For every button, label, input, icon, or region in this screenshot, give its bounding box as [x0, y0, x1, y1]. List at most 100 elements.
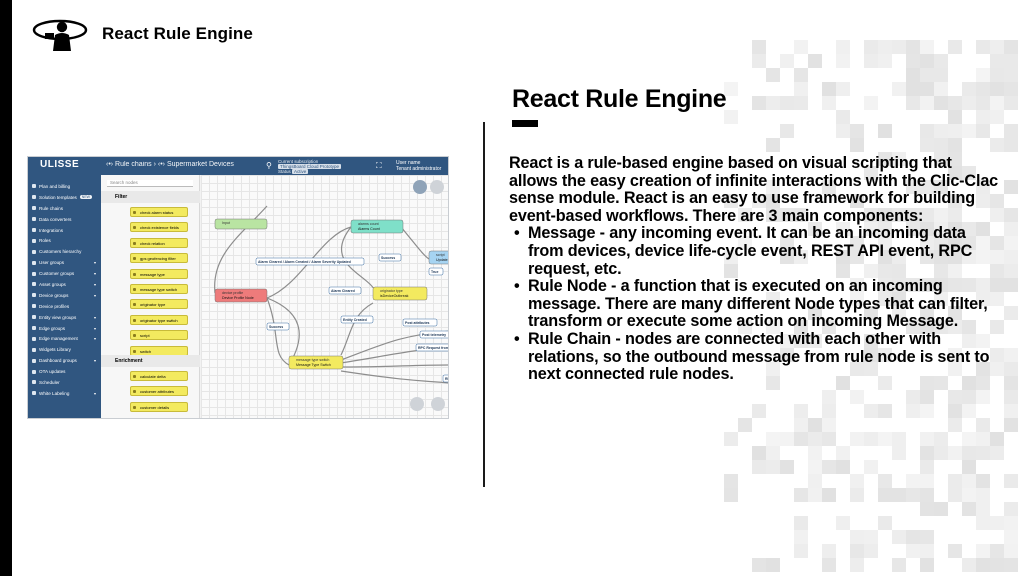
filter-section-header[interactable]: Filter: [101, 191, 200, 203]
pixel-block: [878, 40, 892, 54]
sidebar-item[interactable]: Widgets Library: [28, 344, 101, 355]
pixel-block: [1004, 376, 1018, 390]
menu-icon: [32, 358, 36, 363]
pixel-block: [864, 54, 878, 68]
pixel-block: [822, 432, 836, 446]
menu-icon: [32, 260, 36, 265]
pixel-block: [878, 404, 892, 418]
library-node[interactable]: customer attributes: [130, 386, 188, 397]
pixel-block: [822, 488, 836, 502]
sidebar-item-label: Edge management: [39, 336, 78, 342]
zoom-icon[interactable]: [413, 180, 427, 194]
pixel-block: [948, 152, 962, 166]
pixel-block: [934, 54, 948, 68]
pixel-block: [752, 40, 766, 54]
link-label[interactable]: Success: [378, 253, 402, 262]
library-node[interactable]: originator type switch: [130, 314, 188, 325]
library-node[interactable]: gps geofencing filter: [130, 253, 188, 264]
fit-icon[interactable]: [430, 180, 444, 194]
link-label-box: [415, 343, 448, 352]
library-node[interactable]: customer details: [130, 401, 188, 412]
pixel-block: [934, 502, 948, 516]
pixel-block: [990, 110, 1004, 124]
pixel-block: [948, 446, 962, 460]
node-search-input[interactable]: Search nodes: [107, 180, 193, 187]
link-label[interactable]: Entity Created: [340, 315, 374, 324]
sidebar-item[interactable]: User groups▾: [28, 257, 101, 268]
connection-line: [266, 297, 290, 366]
sidebar-item[interactable]: Entity view groups▾: [28, 312, 101, 323]
sidebar-item[interactable]: Customer groups▾: [28, 268, 101, 279]
link-label[interactable]: RPC Request to D: [442, 374, 449, 383]
connection-line: [400, 226, 430, 260]
fullscreen-icon[interactable]: ⛶: [376, 161, 382, 170]
search-icon[interactable]: ⚲: [266, 161, 272, 170]
sidebar-item[interactable]: Integrations: [28, 225, 101, 236]
pixel-block: [990, 40, 1004, 54]
library-node[interactable]: originator type: [130, 299, 188, 310]
sidebar-item[interactable]: Rule chains: [28, 203, 101, 214]
apply-icon[interactable]: [431, 397, 445, 411]
sidebar-item[interactable]: Device groups▾: [28, 290, 101, 301]
link-label[interactable]: True: [428, 267, 444, 276]
library-node[interactable]: check relation: [130, 237, 188, 248]
user-menu[interactable]: User name Tenant administrator: [396, 160, 441, 172]
sidebar-item[interactable]: Edge management ▾: [28, 333, 101, 344]
pixel-block: [892, 530, 906, 544]
link-label[interactable]: RPC Request from D: [415, 343, 449, 352]
link-label[interactable]: Alarm Cleared / Alarm Created / Alarm Se…: [255, 257, 365, 266]
rule-node[interactable]: Input: [214, 218, 268, 230]
pixel-block: [990, 194, 1004, 208]
vertical-divider: [483, 122, 485, 487]
rule-node-type: message type switch: [296, 358, 329, 362]
library-node[interactable]: script: [130, 330, 188, 341]
sidebar-item[interactable]: Plan and billing: [28, 181, 101, 192]
subscription-label: Current subscription: [278, 159, 319, 164]
sidebar-item[interactable]: Asset groups▾: [28, 279, 101, 290]
pixel-block: [948, 138, 962, 152]
sidebar-item[interactable]: Data converters: [28, 214, 101, 225]
sidebar-item[interactable]: Roles: [28, 235, 101, 246]
pixel-block: [920, 460, 934, 474]
sidebar-item[interactable]: Dashboard groups▾: [28, 355, 101, 366]
library-node[interactable]: calculate delta: [130, 371, 188, 381]
enrichment-section-header[interactable]: Enrichment: [101, 355, 200, 367]
link-label-box: [328, 286, 362, 295]
pixel-block: [766, 558, 780, 572]
pixel-block: [1004, 180, 1018, 194]
link-label[interactable]: Alarm Cleared: [328, 286, 362, 295]
link-label[interactable]: Post attributes: [402, 318, 438, 327]
link-label-box: [419, 330, 448, 339]
link-label[interactable]: Post telemetry: [419, 330, 449, 339]
pixel-block: [878, 124, 892, 138]
pixel-block: [780, 460, 794, 474]
sidebar-item[interactable]: Device profiles: [28, 301, 101, 312]
pixel-block: [878, 474, 892, 488]
left-accent-bar: [0, 0, 12, 576]
library-node[interactable]: message type: [130, 268, 188, 279]
pixel-block: [836, 446, 850, 460]
library-node[interactable]: check existence fields: [130, 222, 188, 233]
chevron-down-icon: ▾: [93, 314, 96, 320]
app-topbar: ULISSE ‹•› Rule chains › ‹•› Supermarket…: [28, 157, 448, 175]
chevron-down-icon: ▾: [93, 336, 96, 342]
breadcrumb-rule-chains[interactable]: ‹•› Rule chains: [106, 161, 152, 168]
sidebar-item[interactable]: Customers hierarchy: [28, 246, 101, 257]
library-node[interactable]: check alarm status: [130, 207, 188, 217]
debug-icon[interactable]: [410, 397, 424, 411]
sidebar-item[interactable]: Edge groups▾: [28, 323, 101, 334]
sidebar-item[interactable]: Scheduler: [28, 377, 101, 388]
sidebar-item[interactable]: White Labeling▾: [28, 388, 101, 399]
pixel-block: [878, 54, 892, 68]
library-node[interactable]: message type switch: [130, 284, 188, 294]
link-label[interactable]: Success: [266, 322, 290, 331]
sidebar-item[interactable]: OTA updates: [28, 366, 101, 377]
